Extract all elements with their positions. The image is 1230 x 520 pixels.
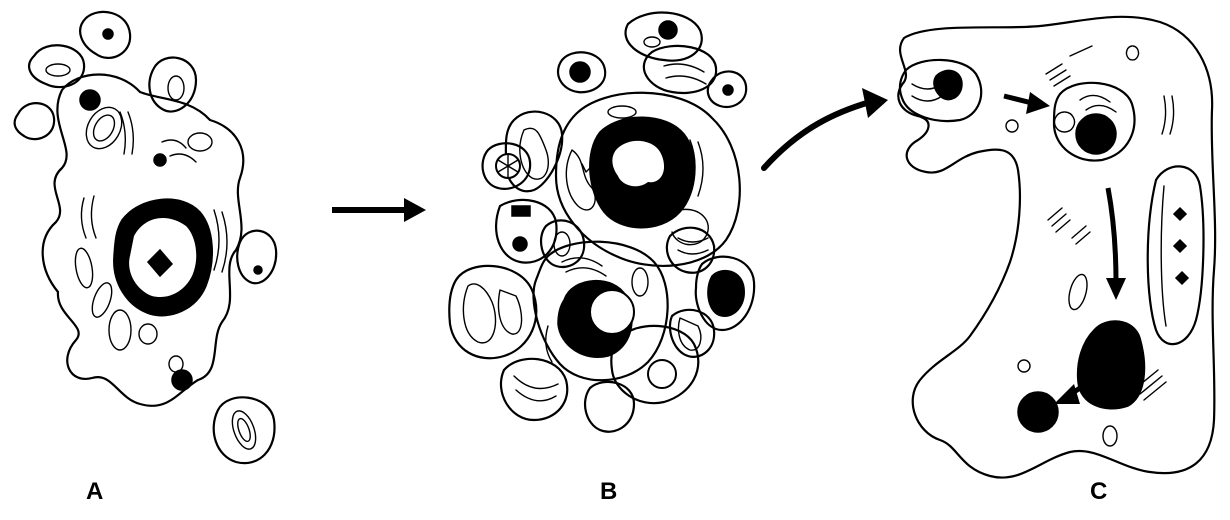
digested-body-large	[1078, 321, 1145, 409]
panel-label-b: B	[600, 480, 617, 504]
bleb-a-3	[15, 103, 55, 139]
bleb-a-5	[237, 231, 276, 284]
panel-c-phagocyte	[898, 17, 1215, 478]
arrow-b-to-c	[764, 88, 888, 168]
panel-label-c: C	[1090, 480, 1107, 504]
phagocyte-nucleus	[1148, 166, 1204, 344]
arrow-a-to-b	[332, 198, 426, 222]
bleb-a-4	[149, 58, 196, 112]
panel-label-a: A	[86, 480, 103, 504]
bleb-a-2	[29, 45, 84, 87]
panel-a-cell	[15, 12, 277, 463]
bleb-a-6	[214, 397, 275, 463]
digested-body-small	[1018, 392, 1058, 432]
panel-b-cluster	[449, 13, 754, 432]
